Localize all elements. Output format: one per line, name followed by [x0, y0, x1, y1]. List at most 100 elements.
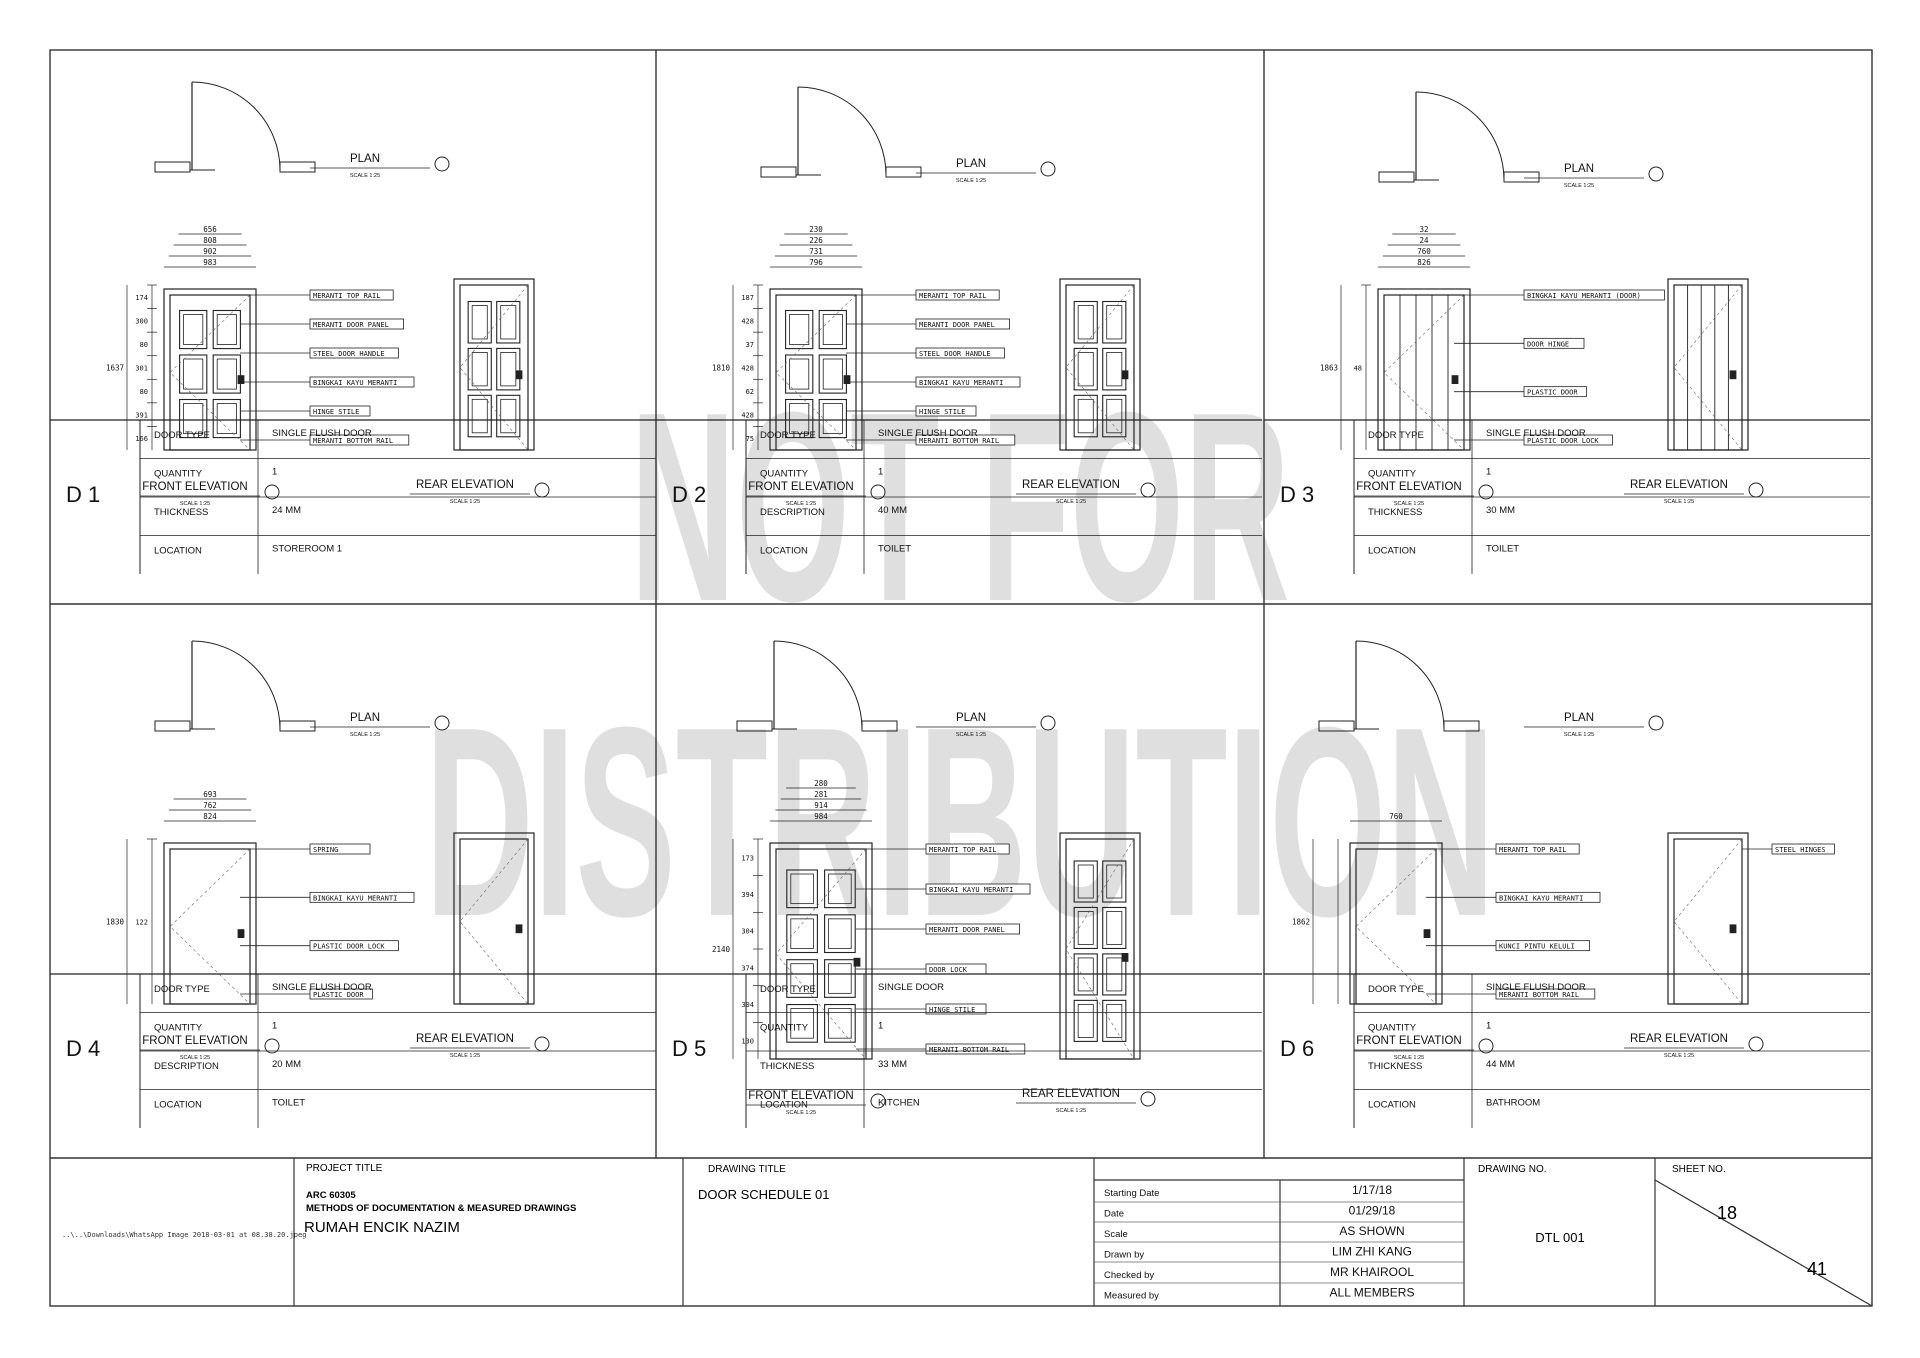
callout-label: MERANTI BOTTOM RAIL	[929, 1046, 1009, 1054]
info-label-5: Checked by	[1104, 1270, 1154, 1281]
schedule-label: LOCATION	[154, 1100, 202, 1111]
schedule-label: DOOR TYPE	[1368, 430, 1424, 441]
rear-elevation-marker-circle	[534, 1036, 550, 1052]
plan-symbol-1	[154, 81, 316, 173]
front-elevation-scale: SCALE 1:25	[786, 501, 816, 507]
dims-left-6: 1862	[1292, 839, 1339, 1004]
dim-value: 304	[741, 928, 754, 936]
rear-door-2	[1059, 278, 1141, 451]
schedule-value: TOILET	[1486, 544, 1519, 555]
drawing-title: DOOR SCHEDULE 01	[698, 1187, 829, 1202]
front-elevation-title: FRONT ELEVATION	[748, 1090, 853, 1102]
dim-value: 428	[741, 412, 754, 420]
front-door-5	[769, 842, 873, 1060]
callout-label: DOOR HINGE	[1527, 340, 1569, 348]
dim-value: 796	[809, 258, 823, 267]
schedule-label: LOCATION	[1368, 1100, 1416, 1111]
sheet-frame	[49, 49, 1873, 1307]
dim-value: 226	[809, 236, 823, 245]
callout-label: PLASTIC DOOR LOCK	[1527, 437, 1599, 445]
schedule-value: SINGLE DOOR	[878, 982, 944, 993]
callout-label: MERANTI DOOR PANEL	[313, 321, 389, 329]
plan-title: PLAN	[350, 153, 380, 165]
callout-label: MERANTI DOOR PANEL	[919, 321, 995, 329]
callout-label: PLASTIC DOOR	[1527, 389, 1578, 397]
dim-value: 760	[1389, 812, 1403, 821]
schedule-label: QUANTITY	[154, 1023, 203, 1034]
info-value-1: 1/17/18	[1352, 1183, 1392, 1197]
front-elevation-marker-circle	[1478, 1038, 1494, 1054]
dim-value: 394	[741, 891, 754, 899]
dim-value: 808	[203, 236, 217, 245]
rear-door-3	[1667, 278, 1749, 451]
dim-value: 304	[741, 1001, 754, 1009]
schedule-value: TOILET	[878, 544, 911, 555]
dim-value: 174	[135, 294, 148, 302]
info-label-3: Scale	[1104, 1229, 1128, 1240]
dim-value: 983	[203, 258, 217, 267]
rear-elevation-scale: SCALE 1:25	[450, 499, 480, 505]
callout-label: MERANTI TOP RAIL	[929, 846, 996, 854]
schedule-label: LOCATION	[154, 546, 202, 557]
schedule-label: QUANTITY	[1368, 1023, 1417, 1034]
dim-value: 824	[203, 812, 217, 821]
dim-value: 37	[746, 341, 754, 349]
schedule-value: 30 MM	[1486, 505, 1515, 516]
watermark-line-2: DISTRIBUTION	[425, 672, 1495, 973]
dim-value: 80	[140, 388, 148, 396]
rear-elevation-title: REAR ELEVATION	[1630, 1033, 1728, 1045]
dim-value: 826	[1417, 258, 1431, 267]
info-value-2: 01/29/18	[1349, 1204, 1396, 1218]
dim-value: 374	[741, 964, 754, 972]
callout-label: MERANTI DOOR PANEL	[929, 926, 1005, 934]
callout-label: KUNCI PINTU KELULI	[1499, 943, 1575, 951]
front-elevation-title: FRONT ELEVATION	[142, 481, 247, 493]
plan-scale: SCALE 1:25	[350, 173, 380, 179]
rear-elevation-title: REAR ELEVATION	[1022, 479, 1120, 491]
schedule-label: THICKNESS	[1368, 507, 1422, 518]
plan-scale: SCALE 1:25	[1564, 732, 1594, 738]
callout-label: MERANTI BOTTOM RAIL	[1499, 991, 1579, 999]
schedule-value: 1	[272, 1021, 277, 1032]
dim-total: 1830	[106, 918, 125, 927]
dim-value: 32	[1419, 225, 1428, 234]
dim-value: 300	[135, 317, 148, 325]
info-label-6: Measured by	[1104, 1291, 1159, 1302]
dim-value: 173	[741, 854, 754, 862]
plan-symbol-5	[736, 640, 898, 732]
front-elevation-marker-circle	[1478, 484, 1494, 500]
dim-value: 428	[741, 317, 754, 325]
plan-marker-circle	[1648, 715, 1664, 731]
front-door-2	[769, 288, 863, 451]
schedule-value: 1	[878, 467, 883, 478]
dim-value: 301	[135, 365, 148, 373]
schedule-label: QUANTITY	[1368, 469, 1417, 480]
callout-label: PLASTIC DOOR	[313, 991, 364, 999]
plan-scale: SCALE 1:25	[350, 732, 380, 738]
dim-value: 62	[746, 388, 754, 396]
callout-label: PLASTIC DOOR LOCK	[313, 943, 385, 951]
dim-value: 130	[741, 1038, 754, 1046]
callout-label: HINGE STILE	[919, 408, 965, 416]
callout-label: STEEL DOOR HANDLE	[313, 350, 385, 358]
schedule-label: QUANTITY	[760, 1023, 809, 1034]
front-door-4	[163, 842, 257, 1005]
info-value-4: LIM ZHI KANG	[1332, 1245, 1412, 1259]
